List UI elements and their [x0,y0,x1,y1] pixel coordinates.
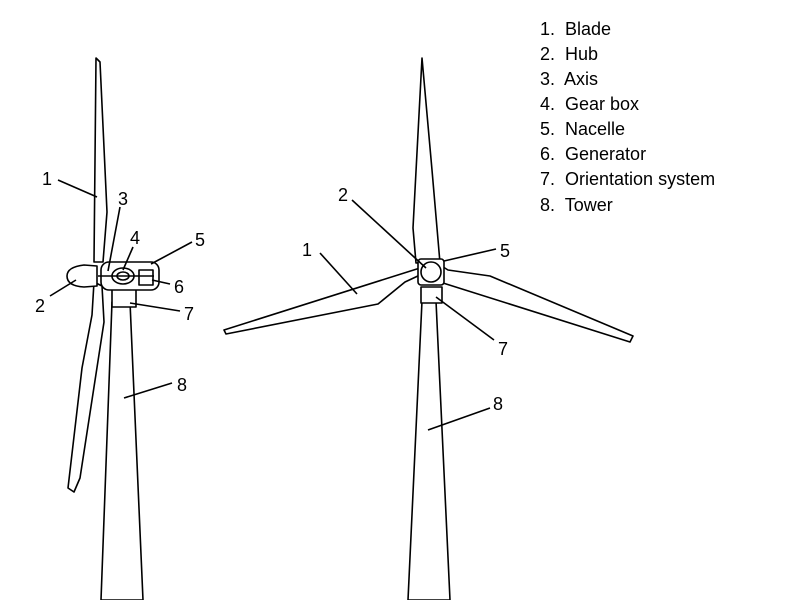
side-callout-hub: 2 [35,296,45,316]
side-generator [138,269,154,286]
front-upper-blade [412,57,441,264]
side-callout-orientation: 7 [184,304,194,324]
front-callout-orientation: 7 [498,339,508,359]
front-left-blade [223,267,421,335]
front-right-blade [439,264,634,343]
legend-item-generator: 6. Generator [540,144,646,164]
front-tower [407,300,451,601]
side-upper-blade [93,57,108,263]
side-view-turbine [66,57,160,601]
front-callout-tower: 8 [493,394,503,414]
front-hub [420,261,442,283]
side-callout-axis: 3 [118,189,128,209]
side-leader-axis [107,206,121,272]
legend: 1. Blade 2. Hub 3. Axis 4. Gear box 5. N… [540,19,715,215]
front-leader-orientation [435,296,495,341]
side-leader-orientation [129,302,181,312]
legend-item-tower: 8. Tower [540,195,613,215]
side-callout-blade: 1 [42,169,52,189]
front-callout-blade: 1 [302,240,312,260]
front-callout-hub: 2 [338,185,348,205]
side-callout-tower: 8 [177,375,187,395]
legend-item-axis: 3. Axis [540,69,598,89]
side-view-leader-lines [49,179,193,399]
side-leader-tower [123,382,173,399]
legend-item-nacelle: 5. Nacelle [540,119,625,139]
legend-item-hub: 2. Hub [540,44,598,64]
side-callout-nacelle: 5 [195,230,205,250]
side-callout-generator: 6 [174,277,184,297]
front-leader-hub [351,199,427,269]
side-leader-nacelle [150,241,193,265]
side-lower-blade [67,281,105,493]
legend-item-gear-box: 4. Gear box [540,94,639,114]
side-leader-generator [151,279,171,285]
legend-item-orientation-system: 7. Orientation system [540,169,715,189]
front-view-turbine [223,57,634,601]
front-callout-nacelle: 5 [500,241,510,261]
front-leader-tower [427,407,491,431]
side-callout-gear-box: 4 [130,228,140,248]
side-leader-hub [49,279,77,297]
front-yaw [420,286,443,304]
front-view-callouts: 1 2 5 7 8 [302,185,510,414]
side-leader-blade [57,179,98,198]
side-leader-gear-box [122,246,134,271]
side-view-callouts: 1 2 3 4 5 6 7 8 [35,169,205,395]
front-view-leader-lines [319,199,497,431]
front-leader-nacelle [443,248,497,262]
front-leader-blade [319,252,358,295]
legend-item-blade: 1. Blade [540,19,611,39]
side-tower [100,301,144,601]
